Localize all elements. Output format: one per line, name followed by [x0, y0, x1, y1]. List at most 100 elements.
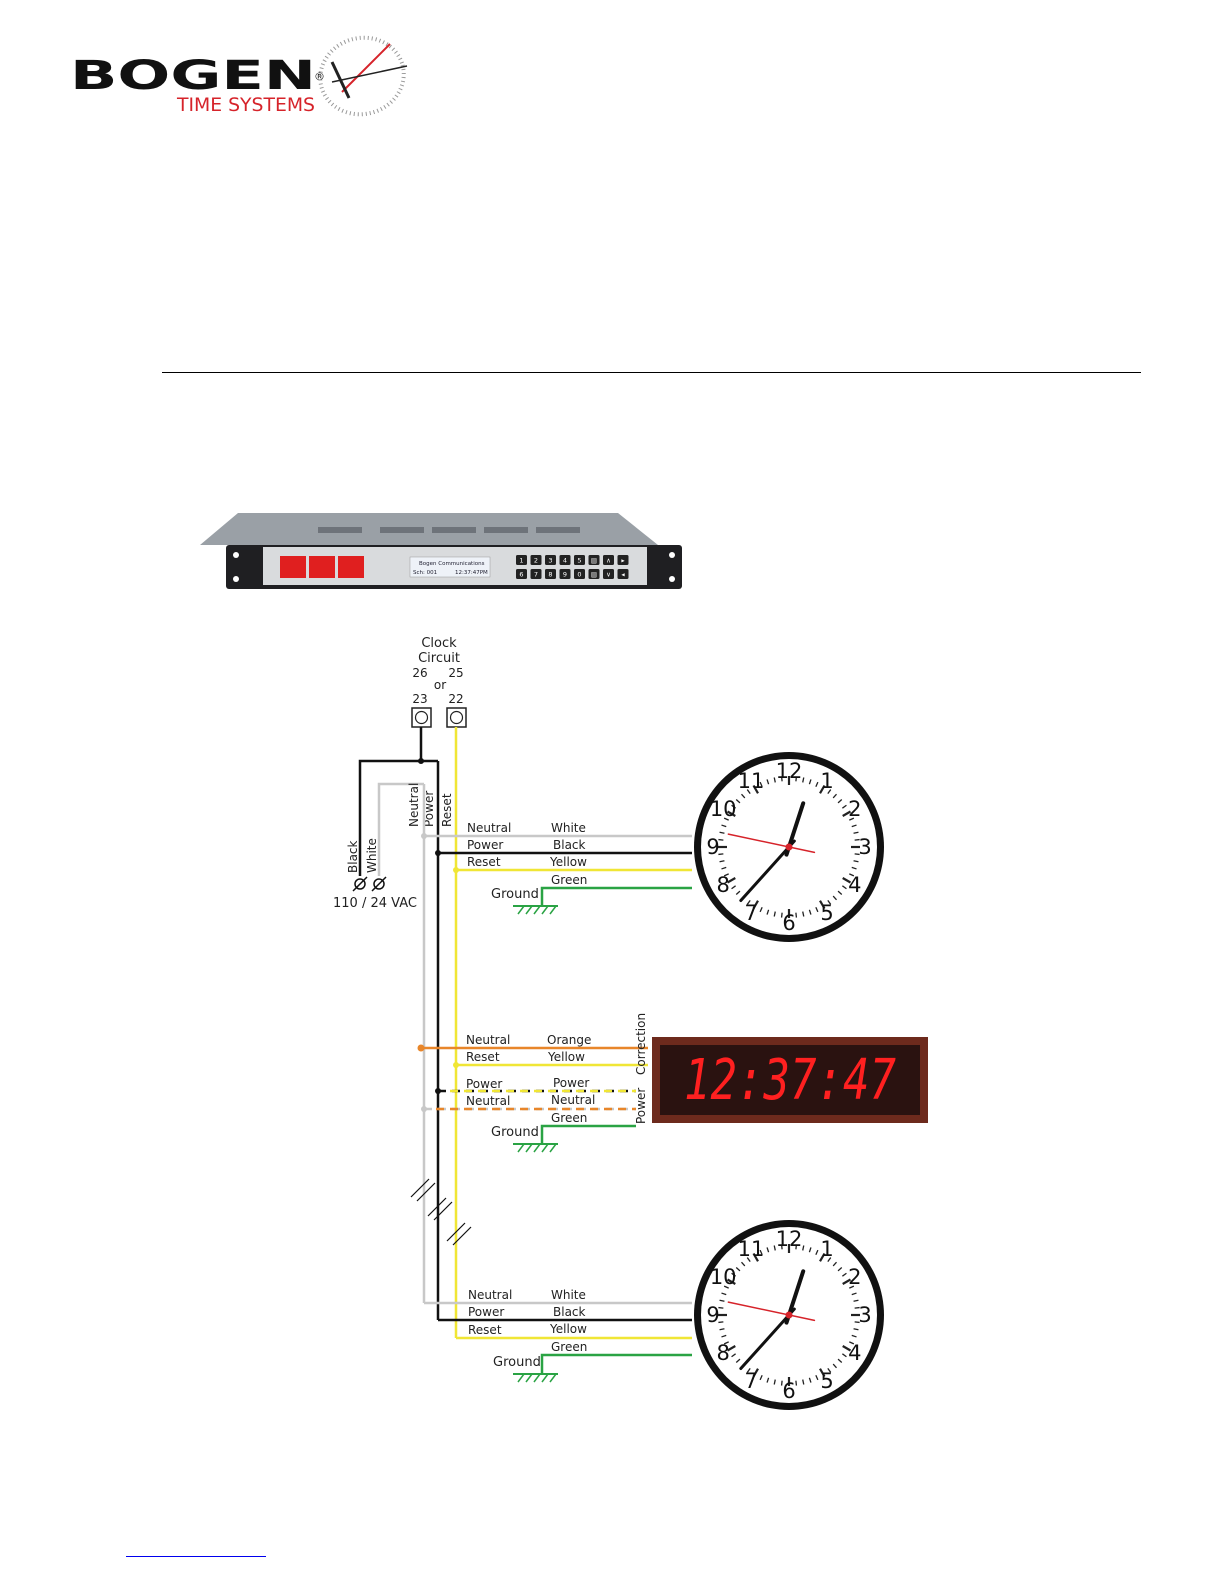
clock-numeral: 12	[776, 1227, 803, 1251]
horizontal-rule	[162, 372, 1141, 373]
digital-left-power: Power	[466, 1077, 502, 1091]
bus-neutral-label: Neutral	[407, 783, 421, 827]
supply-black-label: Black	[346, 840, 360, 873]
terminal-label-25: 25	[448, 666, 463, 680]
digital-power-label: Power	[634, 1088, 648, 1124]
keypad-key[interactable]: ∨	[603, 569, 614, 579]
clock1-right-black: Black	[553, 838, 586, 852]
clock2-wiring	[424, 1301, 692, 1383]
clock-numeral: 3	[858, 835, 871, 859]
clock-numeral: 11	[738, 1237, 765, 1261]
keypad-key[interactable]: ◂	[617, 569, 629, 579]
digital-right-yellow: Yellow	[547, 1050, 585, 1064]
digital-right-power: Power	[553, 1076, 589, 1090]
keypad-key-label: 8	[548, 571, 552, 579]
clock-numeral: 7	[744, 901, 757, 925]
clock1-wiring	[421, 833, 692, 915]
clock-numeral: 4	[848, 873, 861, 897]
clock-numeral: 11	[738, 769, 765, 793]
lcd-line2-right: 12:37:47PM	[455, 570, 488, 576]
clock-numeral: 2	[848, 797, 861, 821]
logo-subtitle: TIME SYSTEMS	[176, 94, 315, 116]
clock2-left-power: Power	[468, 1305, 504, 1319]
clock-numeral: 1	[820, 1237, 833, 1261]
keypad-key-label: ▤	[591, 571, 597, 579]
keypad-key[interactable]: 5	[574, 555, 585, 565]
clock2-right-green: Green	[551, 1340, 587, 1354]
clock-numeral: 1	[820, 769, 833, 793]
clock2-right-white: White	[551, 1288, 586, 1302]
clock2-right-yellow: Yellow	[549, 1322, 587, 1336]
keypad-key[interactable]: 4	[559, 555, 571, 565]
clock-numeral: 4	[848, 1341, 861, 1365]
master-clock-unit: Bogen Communications Sch: 001 12:37:47PM…	[200, 513, 682, 589]
keypad-key-label: 4	[563, 557, 567, 565]
terminal-label-22: 22	[448, 692, 463, 706]
digital-clock-display: 12:37:47	[652, 1037, 928, 1123]
digital-wiring	[417, 1044, 648, 1153]
clock-numeral: 8	[716, 1341, 729, 1365]
keypad-key-label: ∨	[606, 571, 611, 579]
supply-wire-white	[377, 782, 424, 876]
keypad-key-label: ▤	[591, 557, 597, 565]
break-marks	[410, 1178, 472, 1246]
clock-numeral: 8	[716, 873, 729, 897]
clock-numeral: 5	[820, 1369, 833, 1393]
footer-link-underline[interactable]	[126, 1556, 266, 1557]
keypad-key-label: ▸	[621, 557, 625, 565]
lcd-line1: Bogen Communications	[419, 561, 485, 567]
digital-left-reset: Reset	[466, 1050, 500, 1064]
clock-numeral: 6	[782, 1379, 795, 1403]
keypad-key-label: 2	[534, 557, 538, 565]
clock1-left-neutral: Neutral	[467, 821, 511, 835]
clock-numeral: 9	[706, 835, 719, 859]
keypad-key[interactable]: ▸	[617, 555, 629, 565]
supply-wire-black	[358, 727, 423, 876]
clock-numeral: 5	[820, 901, 833, 925]
clock1-right-white: White	[551, 821, 586, 835]
terminal-23	[411, 707, 432, 728]
clock1-left-power: Power	[467, 838, 503, 852]
keypad-key[interactable]: 6	[516, 569, 527, 579]
clock1-right-green: Green	[551, 873, 587, 887]
clock1-left-reset: Reset	[467, 855, 501, 869]
lcd-line2-left: Sch: 001	[413, 570, 437, 576]
keypad-key[interactable]: 2	[530, 555, 542, 565]
supply-voltage-label: 110 / 24 VAC	[333, 896, 417, 911]
keypad-key[interactable]: ∧	[603, 555, 614, 565]
clock-numeral: 12	[776, 759, 803, 783]
clock2-right-black: Black	[553, 1305, 586, 1319]
keypad-key[interactable]: 7	[530, 569, 542, 579]
bus-power-label: Power	[422, 791, 436, 827]
circuit-title-line2: Circuit	[418, 651, 460, 666]
digital-correction-label: Correction	[634, 1013, 648, 1075]
clock-numeral: 10	[710, 797, 737, 821]
keypad-key[interactable]: ▤	[588, 569, 600, 579]
digital-right-green: Green	[551, 1111, 587, 1125]
keypad-key[interactable]: 0	[574, 569, 585, 579]
clock2-left-neutral: Neutral	[468, 1288, 512, 1302]
keypad-key-label: ∧	[606, 557, 611, 565]
digital-ground-label: Ground	[491, 1125, 539, 1140]
terminal-label-23: 23	[412, 692, 427, 706]
keypad-key[interactable]: ▤	[588, 555, 600, 565]
keypad-key-label: 7	[534, 571, 538, 579]
clock-numeral: 2	[848, 1265, 861, 1289]
keypad-key-label: ◂	[621, 571, 625, 579]
logo-brand: BOGEN	[70, 53, 316, 99]
supply-terminal-icons	[352, 876, 387, 892]
keypad-key[interactable]: 3	[545, 555, 556, 565]
terminal-22	[446, 707, 467, 728]
keypad-key[interactable]: 9	[559, 569, 571, 579]
keypad-key[interactable]: 8	[545, 569, 556, 579]
clock-numeral: 10	[710, 1265, 737, 1289]
digital-left-neutral2: Neutral	[466, 1094, 510, 1108]
clock2-left-reset: Reset	[468, 1323, 502, 1337]
clock-numeral: 3	[858, 1303, 871, 1327]
clock-numeral: 6	[782, 911, 795, 935]
keypad-key[interactable]: 1	[516, 555, 527, 565]
keypad-key-label: 3	[548, 557, 552, 565]
logo-clock-icon	[318, 35, 408, 117]
bus-reset-label: Reset	[440, 793, 454, 827]
